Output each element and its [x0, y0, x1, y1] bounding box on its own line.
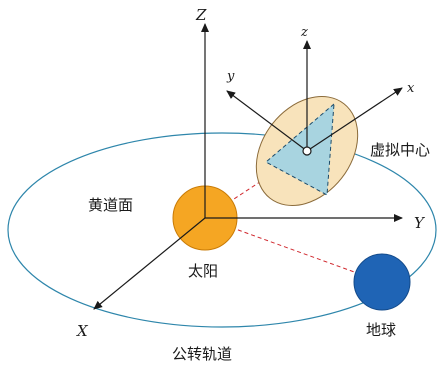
sun-label: 太阳: [188, 262, 218, 280]
global-z-label: Z: [195, 6, 207, 24]
local-z-label: z: [300, 25, 308, 40]
virtual-center-triangle: [265, 102, 335, 196]
local-x-label: x: [407, 81, 415, 96]
ecliptic-plane-label: 黄道面: [88, 196, 133, 214]
earth-circle: [353, 253, 411, 311]
local-x-axis: [306, 87, 403, 152]
local-y-axis: [226, 90, 308, 152]
virtual-center-point: [302, 146, 312, 156]
global-y-label: Y: [414, 214, 426, 232]
local-y-label: y: [226, 69, 235, 84]
orbit-label: 公转轨道: [172, 345, 232, 363]
virtual-center-label: 虚拟中心: [370, 141, 430, 159]
earth-label: 地球: [366, 321, 396, 339]
global-x-label: X: [76, 322, 89, 340]
global-x-axis: [93, 217, 206, 310]
orbit-ellipse: [7, 132, 437, 328]
